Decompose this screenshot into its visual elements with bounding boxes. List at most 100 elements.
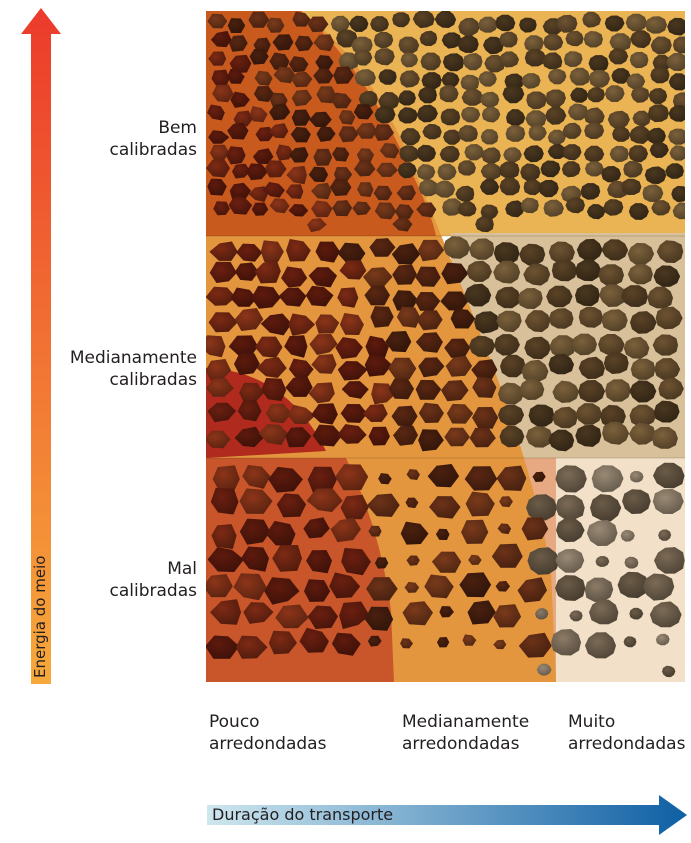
grain-shade — [421, 72, 442, 90]
grain-shade — [434, 11, 457, 28]
grain-shade — [502, 85, 525, 104]
grain-shade — [662, 665, 676, 678]
grain-shade — [294, 35, 314, 52]
grain-shade — [337, 424, 367, 444]
col-label-line: arredondadas — [568, 734, 686, 754]
grain-shade — [519, 378, 545, 400]
grain-shade — [393, 425, 418, 446]
grain-shade — [209, 241, 238, 261]
grain-shade — [551, 629, 581, 656]
grain-shade — [652, 334, 678, 356]
grain-shade — [212, 84, 234, 103]
grain-shade — [399, 70, 420, 88]
grain-shade — [583, 31, 603, 48]
grain-shade — [313, 34, 335, 52]
grain-shade — [547, 68, 567, 85]
grain-shade — [208, 130, 230, 144]
grain-shade — [335, 464, 369, 491]
grain-shade — [598, 334, 625, 356]
grain-shade — [262, 182, 285, 198]
grain-shade — [623, 160, 643, 178]
grain-shade — [642, 184, 664, 203]
grain-shade — [227, 18, 246, 33]
grain-shade — [471, 359, 498, 380]
grain-shade — [385, 331, 412, 353]
grain-shade — [226, 146, 246, 165]
grain-shade — [609, 33, 632, 51]
grain-shade — [308, 382, 335, 404]
grain-shade — [517, 577, 547, 603]
grain-shade — [472, 376, 497, 398]
grain-shade — [495, 286, 521, 309]
grain-shade — [368, 426, 390, 446]
grain-shade — [629, 607, 644, 620]
grain-shade — [607, 110, 630, 129]
grain-shade — [227, 122, 249, 140]
grain-shade — [535, 608, 549, 620]
col-label-line: arredondadas — [402, 734, 520, 754]
grain-shade — [578, 306, 604, 328]
grain-shade — [229, 35, 248, 52]
grain-shade — [481, 147, 501, 164]
grain-shade — [600, 404, 626, 428]
grain-shade — [391, 405, 418, 427]
grain-shade — [235, 262, 259, 281]
grain-shade — [311, 403, 338, 425]
grain-shade — [388, 357, 417, 380]
grain-shade — [555, 575, 586, 601]
grain-shade — [256, 357, 287, 378]
grain-shade — [569, 67, 590, 86]
grain-shade — [570, 87, 588, 103]
grain-shade — [304, 579, 331, 602]
grain-shade — [441, 262, 469, 285]
grain-shade — [603, 352, 629, 374]
grain-shade — [571, 333, 597, 356]
grain-shade — [269, 52, 290, 70]
grain-shade — [290, 126, 311, 143]
grain-shade — [648, 104, 669, 123]
grain-shade — [624, 556, 639, 569]
grain-shade — [480, 204, 499, 220]
grain-shade — [475, 216, 494, 233]
grain-shade — [248, 11, 270, 28]
grain-shade — [578, 356, 605, 379]
grain-shade — [653, 400, 680, 423]
grain-shade — [652, 427, 678, 449]
grain-shade — [339, 601, 370, 629]
grain-shade — [311, 200, 333, 218]
grain-shade — [609, 145, 629, 163]
grain-shade — [459, 572, 492, 598]
col-label-very-rounded: Muito arredondadas — [568, 711, 685, 755]
grain-shade — [462, 53, 483, 71]
grain-shade — [374, 48, 395, 66]
grain-shade — [496, 310, 522, 333]
grain-shade — [669, 145, 685, 161]
grain-shade — [311, 354, 337, 374]
grain-shade — [496, 465, 527, 491]
grain-shade — [412, 11, 435, 29]
grain-shade — [524, 336, 552, 360]
grain-shade — [583, 145, 605, 163]
grain-shade — [392, 12, 411, 28]
grain-shade — [260, 240, 284, 263]
grain-shade — [420, 52, 442, 71]
col-label-poorly-rounded: Pouco arredondadas — [209, 711, 326, 755]
grain-shade — [268, 630, 297, 655]
grain-shade — [461, 88, 483, 106]
grain-shade — [499, 51, 519, 68]
grain-shade — [315, 241, 340, 263]
grain-shade — [547, 129, 566, 145]
grain-shade — [354, 161, 376, 177]
grain-shade — [399, 145, 419, 162]
grain-shade — [276, 493, 307, 518]
grain-shade — [644, 166, 667, 184]
energy-arrow — [21, 8, 61, 684]
row-label-line: calibradas — [109, 370, 197, 390]
grain-shade — [580, 183, 601, 200]
grain-shade — [483, 36, 504, 55]
grain-shade — [520, 197, 539, 214]
grain-shade — [400, 128, 421, 146]
grain-shade — [288, 358, 314, 379]
grain-shade — [586, 204, 606, 220]
grain-shade — [264, 577, 300, 605]
